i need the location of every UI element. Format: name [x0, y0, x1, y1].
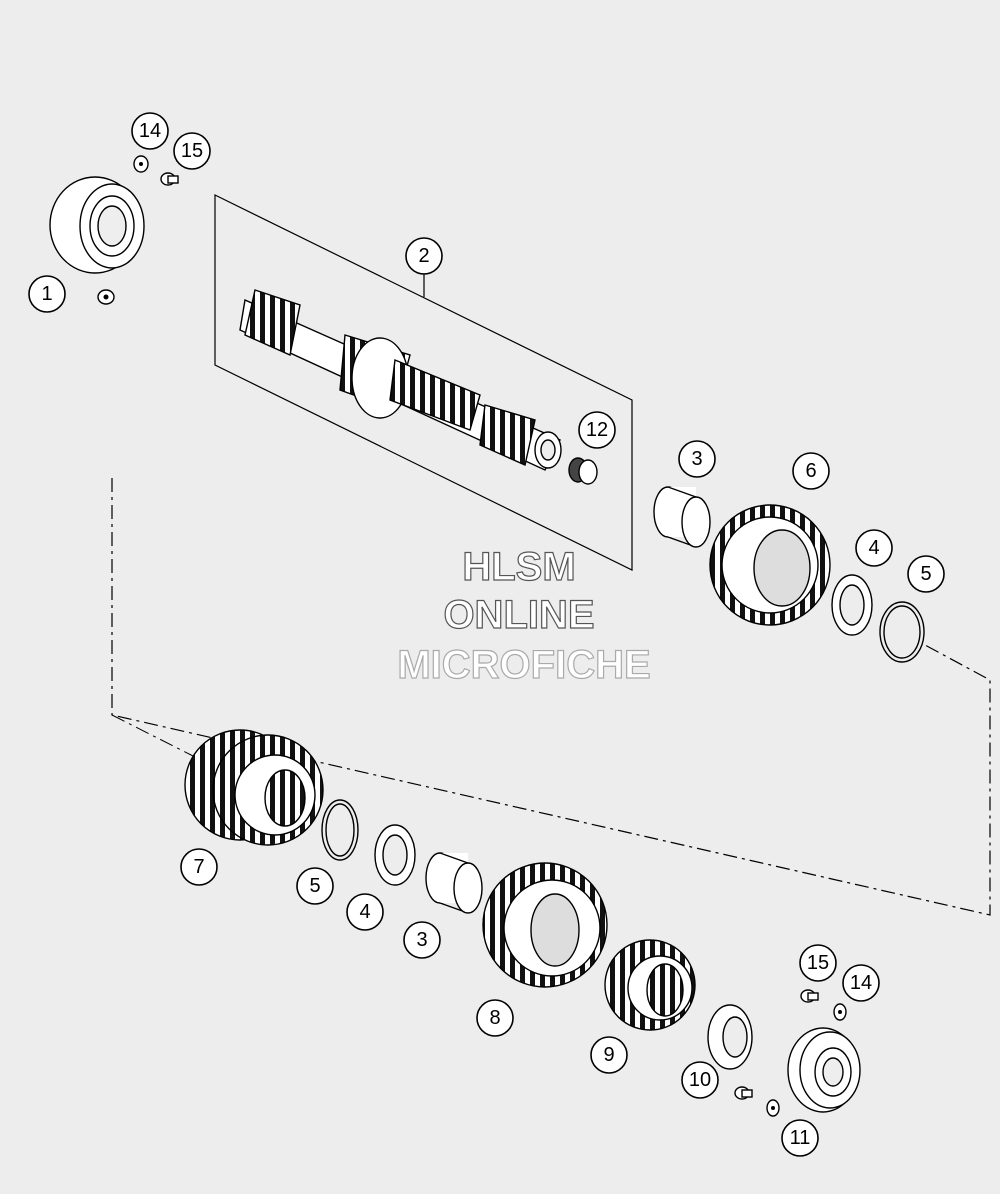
callout-label: 15 [181, 140, 203, 162]
callout-circle [590, 1036, 628, 1074]
callout-circle [346, 893, 384, 931]
callout-c4b[interactable]: 4 [346, 893, 384, 931]
thrust-washer-10[interactable] [707, 1004, 753, 1070]
thrust-washer-4-lower[interactable] [374, 824, 416, 886]
screw-15-top[interactable] [160, 172, 179, 186]
assembly-dash-line [111, 478, 991, 916]
bushing-3-lower[interactable] [425, 852, 483, 914]
bushing-3-upper[interactable] [653, 486, 711, 548]
callout-c3a[interactable]: 3 [678, 440, 716, 478]
circlip-5-upper[interactable] [879, 601, 925, 663]
callout-label: 10 [689, 1069, 711, 1091]
needle-sleeve-12[interactable] [568, 457, 598, 485]
callout-label: 12 [586, 419, 608, 441]
main-shaft[interactable] [239, 289, 562, 471]
callout-label: 14 [139, 120, 161, 142]
callout-c8[interactable]: 8 [476, 999, 514, 1037]
callout-label: 11 [790, 1127, 811, 1149]
callout-circle [296, 867, 334, 905]
watermark-line-2: ONLINE [443, 593, 594, 637]
gear-7[interactable] [184, 729, 324, 846]
callout-label: 14 [850, 972, 872, 994]
callout-c3b[interactable]: 3 [403, 921, 441, 959]
callout-c5a[interactable]: 5 [907, 555, 945, 593]
gear-8[interactable] [482, 862, 608, 988]
bearing-11[interactable] [787, 1027, 861, 1113]
callout-circle [405, 237, 443, 275]
callout-label: 3 [416, 929, 427, 951]
callout-circle [476, 999, 514, 1037]
screw-1[interactable] [97, 289, 115, 305]
callout-label: 9 [603, 1044, 614, 1066]
callout-circle [28, 275, 66, 313]
watermark-line-1: HLSM [462, 545, 575, 589]
callout-circle [842, 964, 880, 1002]
callout-label: 5 [309, 875, 320, 897]
callout-label: 8 [489, 1007, 500, 1029]
callout-c14a[interactable]: 14 [131, 112, 169, 150]
callout-c2[interactable]: 2 [405, 237, 443, 275]
callout-label: 6 [805, 460, 816, 482]
callout-circle [180, 848, 218, 886]
watermark: HLSM ONLINE MICROFICHE [397, 544, 652, 687]
callout-label: 4 [359, 901, 370, 923]
gear-6[interactable] [709, 504, 831, 626]
callout-label: 5 [920, 563, 931, 585]
watermark-line-3: MICROFICHE [397, 643, 650, 687]
callout-c11[interactable]: 11 [781, 1119, 819, 1157]
callout-c7[interactable]: 7 [180, 848, 218, 886]
callout-circle [799, 944, 837, 982]
callout-c5b[interactable]: 5 [296, 867, 334, 905]
callout-circle [855, 529, 893, 567]
callout-circle [403, 921, 441, 959]
callout-circle [131, 112, 169, 150]
callout-label: 7 [193, 856, 204, 878]
washer-14-top[interactable] [133, 155, 149, 173]
callout-label: 4 [868, 537, 879, 559]
callout-circle [681, 1061, 719, 1099]
callout-circle [781, 1119, 819, 1157]
callout-label: 1 [41, 283, 52, 305]
callout-circle [907, 555, 945, 593]
assembly-dash-line-left [111, 714, 196, 758]
callout-label: 15 [807, 952, 829, 974]
callout-circle [578, 411, 616, 449]
callout-c1[interactable]: 1 [28, 275, 66, 313]
screw-15-bottom[interactable] [800, 989, 819, 1003]
callout-c4a[interactable]: 4 [855, 529, 893, 567]
callout-label: 3 [691, 448, 702, 470]
gear-9[interactable] [604, 939, 696, 1031]
callout-label: 2 [418, 245, 429, 267]
callout-c15b[interactable]: 15 [799, 944, 837, 982]
callout-circle [173, 132, 211, 170]
shaft-assembly-frame [214, 194, 633, 571]
callout-c14b[interactable]: 14 [842, 964, 880, 1002]
thrust-washer-4-upper[interactable] [831, 574, 873, 636]
callout-c15a[interactable]: 15 [173, 132, 211, 170]
callout-c12[interactable]: 12 [578, 411, 616, 449]
callout-c9[interactable]: 9 [590, 1036, 628, 1074]
callout-circle [678, 440, 716, 478]
washer-14-bottom[interactable] [833, 1003, 847, 1021]
washer-11[interactable] [766, 1099, 780, 1117]
callout-circle [792, 452, 830, 490]
callout-c6[interactable]: 6 [792, 452, 830, 490]
bearing-1[interactable] [49, 176, 145, 274]
callout-c10[interactable]: 10 [681, 1061, 719, 1099]
circlip-5-lower[interactable] [321, 799, 359, 861]
screw-11[interactable] [734, 1086, 753, 1100]
